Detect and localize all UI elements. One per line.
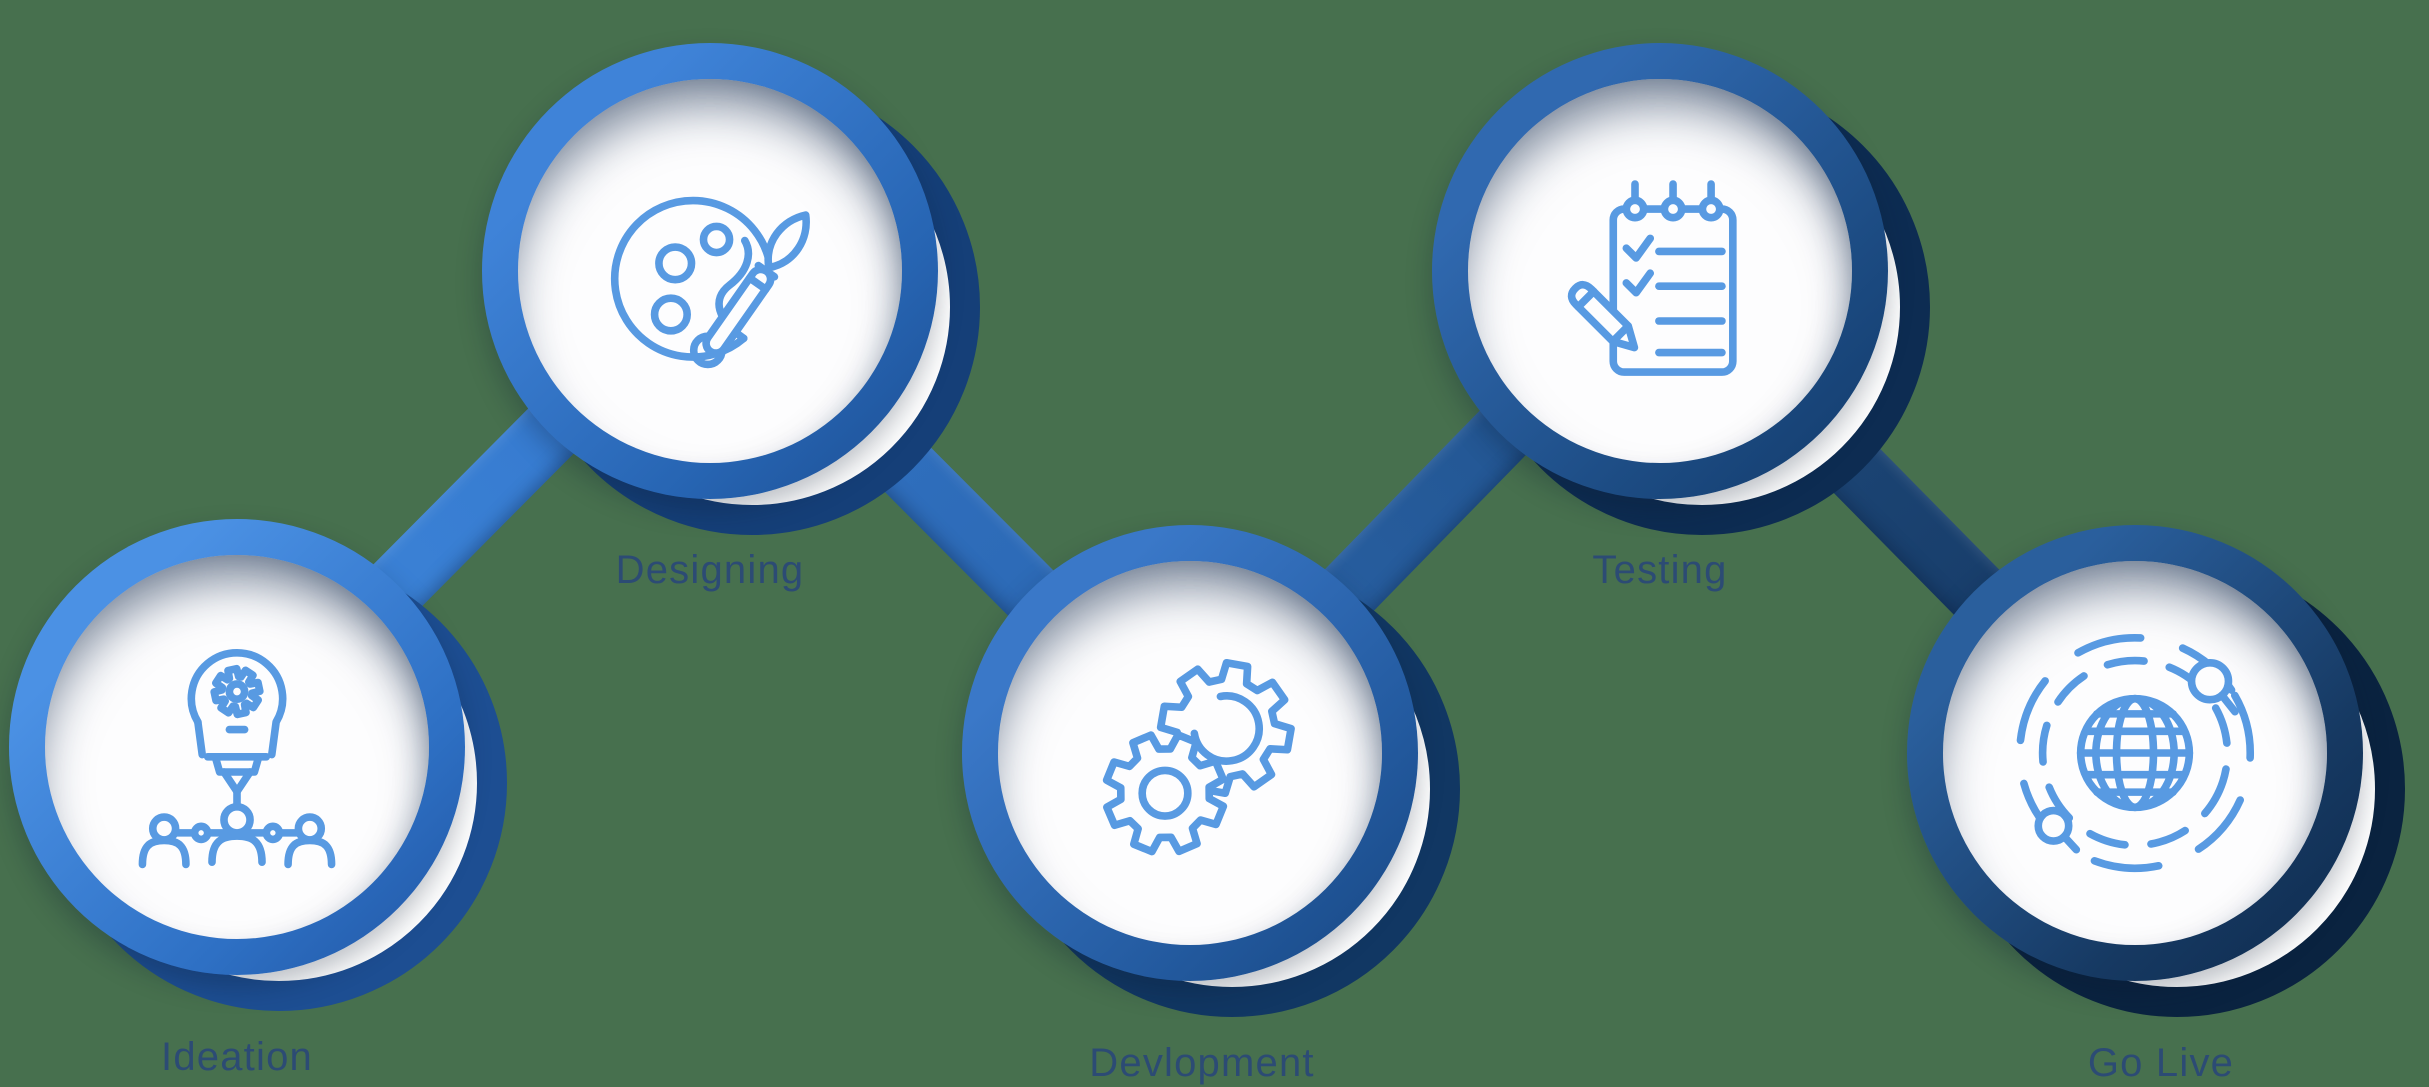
- globe-launch-icon: [2015, 633, 2255, 873]
- step-ideation: Ideation: [9, 519, 507, 1079]
- step-label: Designing: [615, 548, 805, 592]
- gears-icon: [1102, 658, 1295, 856]
- step-inner-circle: [1468, 79, 1852, 463]
- step-inner-circle: [998, 561, 1382, 945]
- step-label: Ideation: [161, 1035, 313, 1079]
- notepad-check-icon: [1567, 180, 1737, 376]
- step-label: Devlopment: [1089, 1041, 1315, 1085]
- step-ring: [9, 519, 465, 975]
- step-devlopment: Devlopment: [962, 525, 1460, 1085]
- step-inner-circle: [45, 555, 429, 939]
- step-inner-circle: [518, 79, 902, 463]
- step-designing: Designing: [482, 43, 980, 592]
- step-ring: [1432, 43, 1888, 499]
- step-testing: Testing: [1432, 43, 1930, 592]
- step-ring: [962, 525, 1418, 981]
- step-ring: [1907, 525, 2363, 981]
- palette-brush-icon: [610, 196, 810, 369]
- step-inner-circle: [1943, 561, 2327, 945]
- idea-team-icon: [138, 649, 336, 869]
- step-golive: Go Live: [1907, 525, 2405, 1085]
- step-label: Testing: [1592, 548, 1728, 592]
- step-ring: [482, 43, 938, 499]
- step-label: Go Live: [2087, 1041, 2235, 1085]
